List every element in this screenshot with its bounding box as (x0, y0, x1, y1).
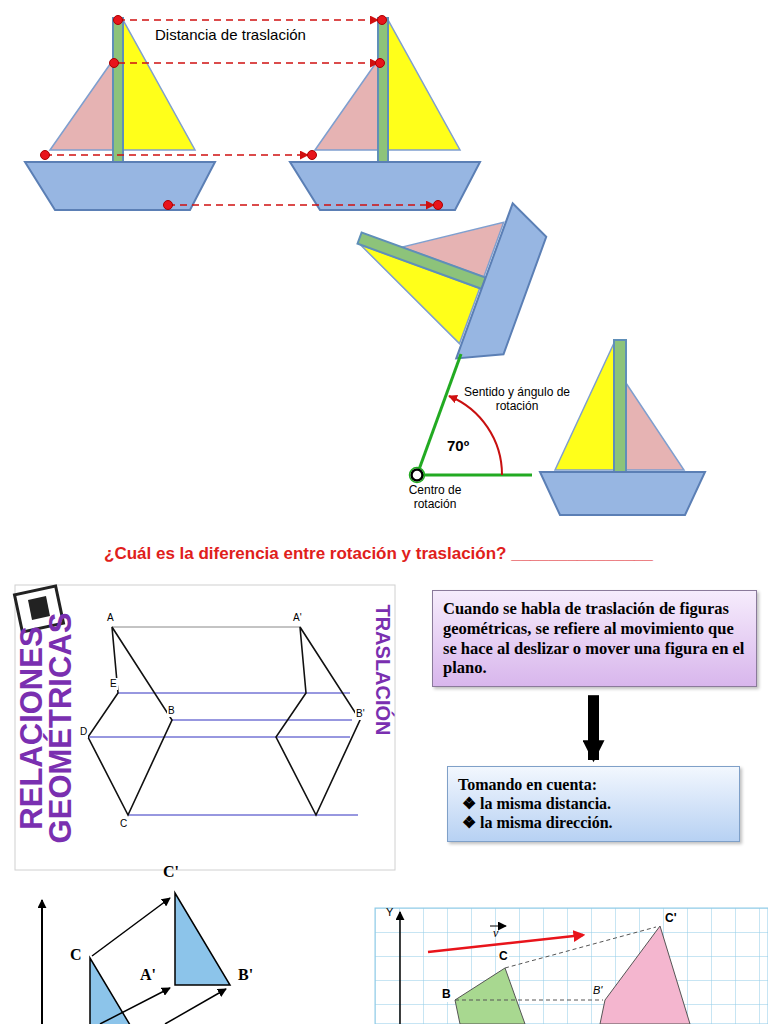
bullet-text: ❖ la misma distancia. (458, 794, 729, 813)
point-label: A (106, 612, 115, 624)
translation-points (41, 16, 443, 210)
point-label: C (70, 946, 82, 964)
translation-arrows (45, 20, 434, 205)
angle-label: 70º (447, 437, 469, 454)
vector-grid (375, 908, 768, 1024)
rotated-sailboat (332, 158, 553, 373)
point-label: B (441, 988, 452, 1002)
point-label: B' (238, 966, 253, 984)
sailboat (25, 18, 215, 210)
axis-label: Y (386, 906, 393, 919)
translation-triangles (42, 893, 230, 1024)
point-label: B (167, 705, 176, 717)
rotation-note: Sentido y ángulo de rotación (462, 386, 572, 414)
question: ¿Cuál es la diferencia entre rotación y … (104, 544, 653, 564)
definition-box: Cuando se habla de traslación de figuras… (432, 590, 757, 687)
point-label: B' (592, 984, 603, 997)
dimension-label: Distancia de traslación (155, 26, 306, 43)
bullet-text: ❖ la misma dirección. (458, 813, 729, 832)
point-label: E (109, 678, 118, 690)
logo (15, 586, 64, 632)
point-label: C' (163, 863, 179, 881)
point-label: A' (292, 612, 303, 624)
point-label: C (498, 950, 509, 964)
vertical-title: TRASLACIÓN (371, 604, 394, 735)
vertical-title: RELACIONES GEOMÉTRICAS (17, 593, 76, 863)
block-arrow (588, 695, 599, 760)
translation-figure (15, 585, 395, 870)
point-label: A' (140, 966, 156, 984)
sailboat (290, 18, 480, 210)
box-text: Cuando se habla de traslación de figuras… (443, 599, 746, 678)
sailboat (540, 340, 705, 515)
center-label: Centro de rotación (392, 484, 478, 512)
point-label: B' (355, 708, 366, 720)
point-label: D (79, 726, 88, 738)
note-box: Tomando en cuenta:❖ la misma distancia.❖… (447, 766, 740, 842)
box-text: Tomando en cuenta: (458, 775, 729, 794)
rotation-construction (410, 354, 533, 483)
vector-label: v (493, 927, 498, 941)
point-label: C (119, 818, 128, 830)
point-label: C' (664, 912, 678, 926)
